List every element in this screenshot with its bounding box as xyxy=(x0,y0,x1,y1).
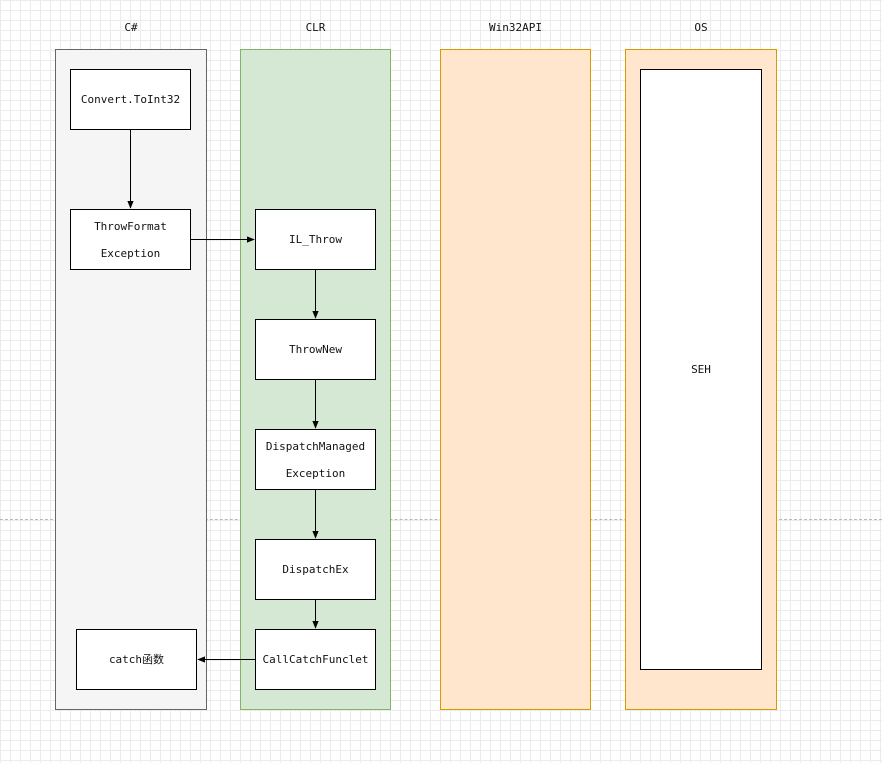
lane-title-win32api: Win32API xyxy=(489,21,542,34)
node-label: SEH xyxy=(691,363,711,376)
node-label: catch函数 xyxy=(108,653,165,666)
node-label: ThrowNew xyxy=(289,343,342,356)
node-il-throw[interactable]: IL_Throw xyxy=(255,209,376,270)
node-label: IL_Throw xyxy=(289,233,342,246)
node-dispatch-managed-exception[interactable]: DispatchManaged Exception xyxy=(255,429,376,490)
node-call-catch-funclet[interactable]: CallCatchFunclet xyxy=(255,629,376,690)
node-catch-function[interactable]: catch函数 xyxy=(76,629,197,690)
node-throw-new[interactable]: ThrowNew xyxy=(255,319,376,380)
node-label-line2: Exception xyxy=(100,246,161,260)
node-label-line1: ThrowFormat xyxy=(94,219,167,233)
node-convert-toint32[interactable]: Convert.ToInt32 xyxy=(70,69,191,130)
lane-title-csharp: C# xyxy=(124,21,138,34)
node-throw-format-exception[interactable]: ThrowFormat Exception xyxy=(70,209,191,270)
lane-win32api[interactable] xyxy=(440,49,591,710)
node-dispatch-ex[interactable]: DispatchEx xyxy=(255,539,376,600)
node-label: DispatchEx xyxy=(282,563,349,576)
lane-title-clr: CLR xyxy=(305,21,326,34)
node-label: CallCatchFunclet xyxy=(262,653,369,666)
node-label-line1: DispatchManaged xyxy=(265,439,366,453)
lane-title-os: OS xyxy=(694,21,708,34)
node-label: Convert.ToInt32 xyxy=(80,93,181,106)
node-seh[interactable]: SEH xyxy=(640,69,762,670)
node-label-line2: Exception xyxy=(285,466,346,480)
